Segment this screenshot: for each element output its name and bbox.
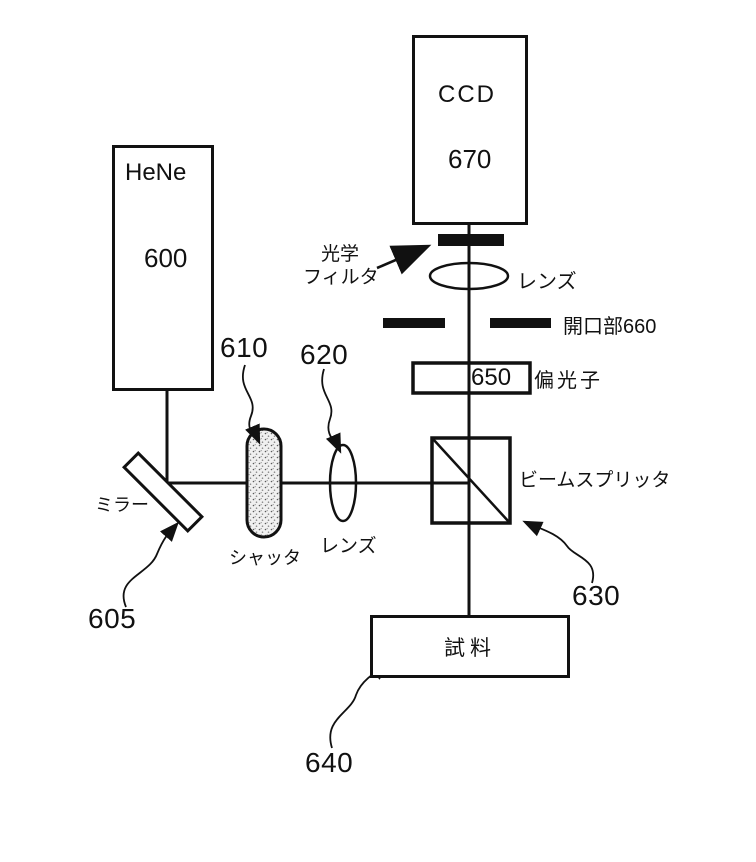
hene-laser-ref-600: 600 [144, 243, 188, 273]
beam-lens-ref-620: 620 [300, 339, 349, 370]
beam-splitter-shape [430, 436, 512, 525]
beam-lens-label: レンズ [320, 536, 377, 557]
shutter-leader-arrow [242, 364, 261, 445]
mirror-leader-arrow [122, 521, 179, 608]
ccd-label: CCD [438, 81, 496, 108]
polarizer-label: 偏光子 [534, 370, 603, 392]
aperture-left-shape [383, 318, 445, 328]
hene-laser-box: HeNe 600 [112, 145, 214, 391]
ccd-ref-670: 670 [448, 144, 492, 174]
shutter-ref-610: 610 [220, 332, 269, 363]
shutter-label: シャッタ [229, 548, 301, 568]
beam-splitter-label: ビームスプリッタ [519, 470, 671, 491]
sample-label: 試料 [444, 636, 496, 660]
beam-lens-leader-arrow [321, 368, 342, 454]
mirror-ref-605: 605 [88, 603, 137, 634]
sample-box: 試料 [370, 615, 570, 678]
mirror-shape [121, 450, 205, 534]
beam-path-horizontal [165, 391, 470, 485]
mirror-label: ミラー [95, 495, 149, 515]
optical-filter-arrow [376, 244, 432, 275]
polarizer-shape [411, 361, 532, 395]
polarizer-ref-650: 650 [471, 364, 512, 391]
optical-filter-label: 光学 フィルタ [303, 243, 379, 289]
imaging-lens-shape [428, 261, 510, 291]
aperture-right-shape [490, 318, 551, 328]
aperture-label-660: 開口部660 [563, 316, 657, 338]
optical-filter-label-line1: 光学 [321, 244, 360, 265]
beam-lens-shape [328, 443, 358, 523]
sample-ref-640: 640 [305, 747, 354, 778]
imaging-lens-label: レンズ [517, 271, 577, 293]
beam-splitter-leader-arrow [522, 520, 595, 584]
optical-filter-shape [438, 234, 504, 246]
beam-splitter-ref-630: 630 [572, 580, 621, 611]
ccd-box: CCD 670 [412, 35, 528, 225]
optical-filter-label-line2: フィルタ [303, 267, 379, 288]
beam-splitter-diagonal [432, 438, 510, 523]
shutter-shape [245, 427, 283, 539]
hene-laser-label: HeNe [125, 159, 187, 186]
